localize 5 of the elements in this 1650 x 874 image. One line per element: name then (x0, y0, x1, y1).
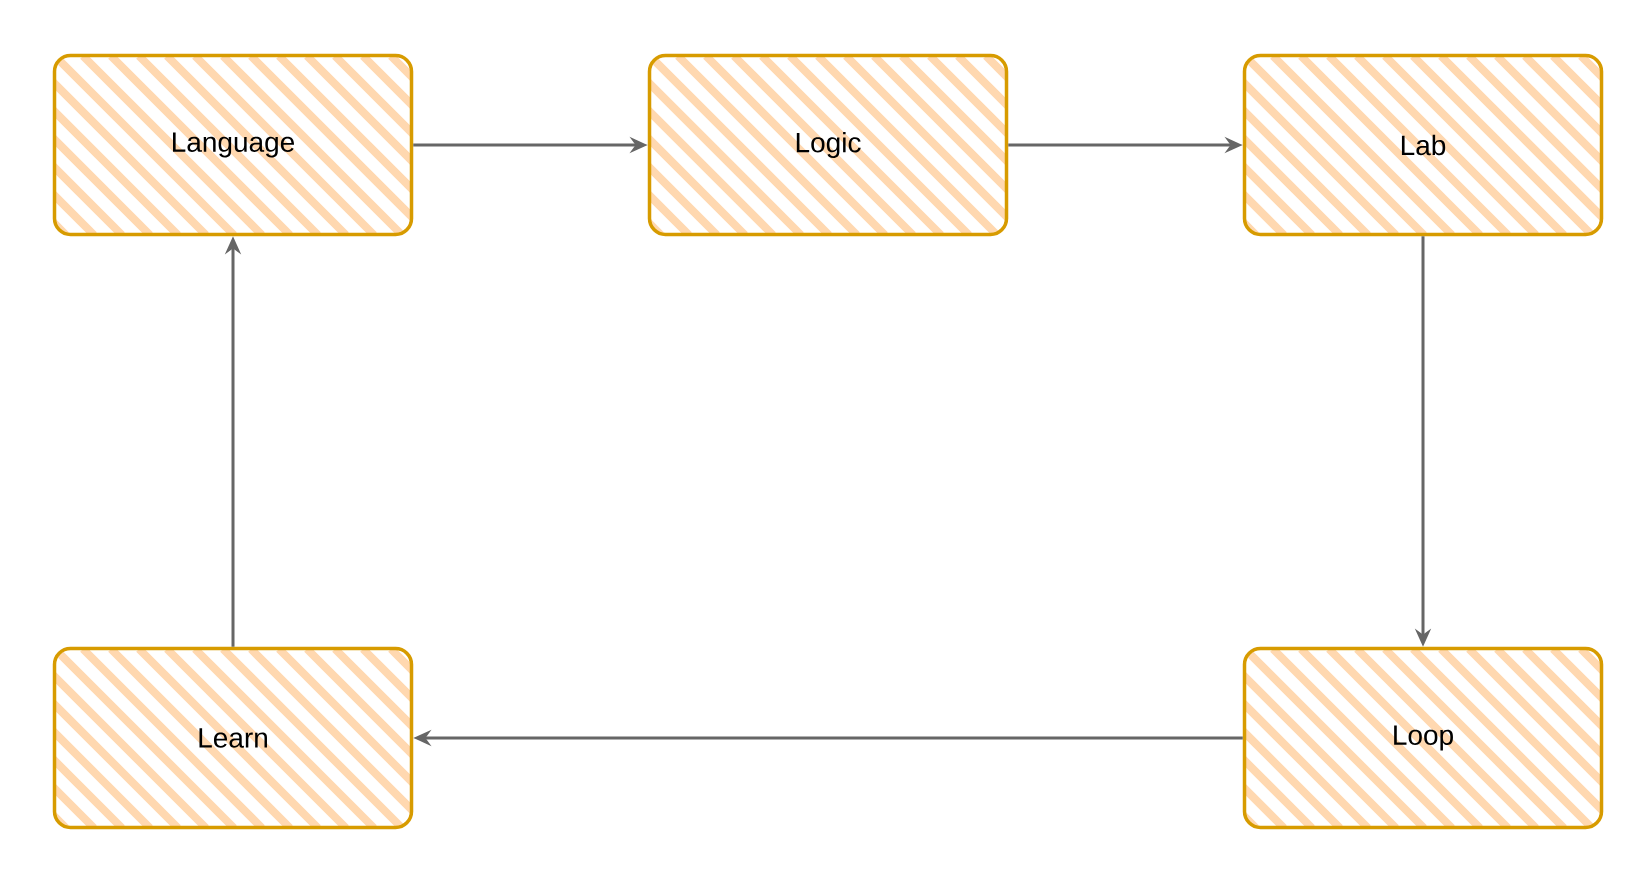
process-box: Lab (1242, 53, 1604, 237)
process-box: Loop (1242, 646, 1604, 830)
process-box: Learn (52, 646, 414, 830)
process-box: Logic (647, 53, 1009, 237)
process-box: Language (52, 53, 414, 237)
